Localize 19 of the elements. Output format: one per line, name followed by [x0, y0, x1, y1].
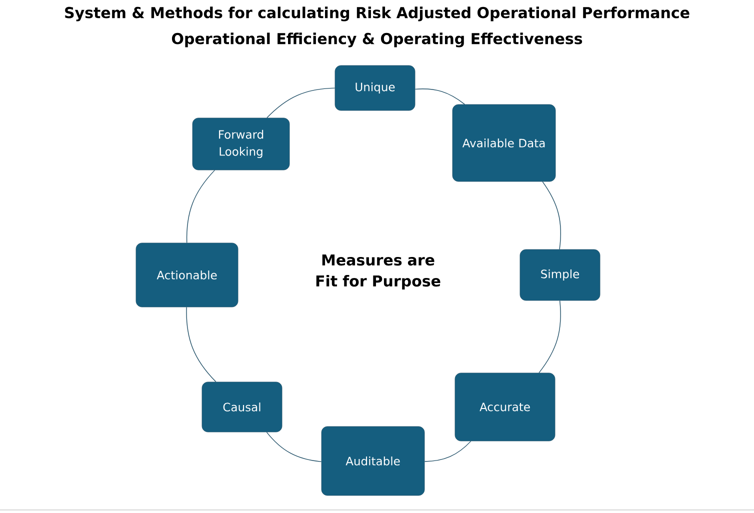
process-box: Actionable: [136, 242, 238, 308]
process-box: Accurate: [454, 372, 556, 442]
process-box: Auditable: [321, 426, 425, 496]
process-box: Forward Looking: [192, 118, 290, 170]
title: System & Methods for calculating Risk Adjusted Operational Performance: [65, 6, 690, 22]
connector-arc: [186, 306, 216, 382]
connector-arc: [266, 432, 322, 462]
connector-arc: [186, 170, 216, 244]
process-box: Simple: [520, 249, 600, 301]
subtitle: Operational Efficiency & Operating Effectiveness: [172, 32, 582, 48]
center-text: Measures are Fit for Purpose: [316, 254, 440, 290]
connector-arc: [538, 300, 561, 374]
process-box: Causal: [202, 382, 282, 432]
connector-arc: [414, 88, 466, 105]
connector-arc: [424, 440, 472, 462]
connector-arc: [542, 181, 562, 250]
process-box: Unique: [334, 65, 416, 111]
connector-arc: [266, 88, 336, 118]
process-box: Available Data: [452, 104, 556, 182]
